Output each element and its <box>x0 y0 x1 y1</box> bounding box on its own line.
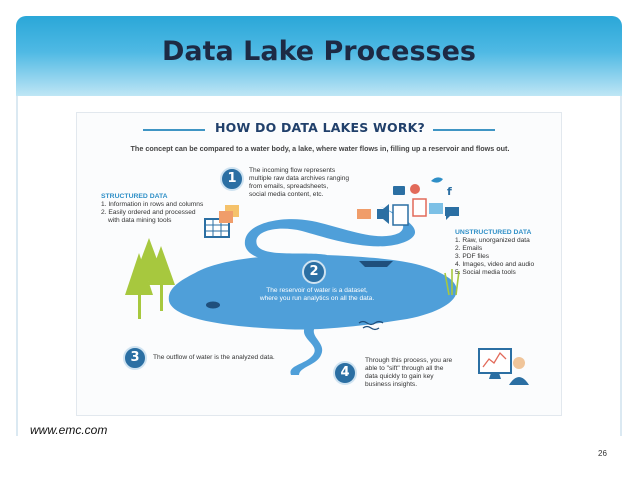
unstructured-item: 2. Emails <box>455 245 483 252</box>
infographic-title: HOW DO DATA LAKES WORK? <box>214 120 426 135</box>
step-text-line: data quickly to gain key <box>365 373 434 380</box>
lake-illustration: f <box>125 177 529 385</box>
tree-trunk <box>138 295 141 319</box>
twitter-icon <box>431 177 443 183</box>
fish-icon <box>206 301 220 309</box>
step-text-line: business insights. <box>365 381 418 388</box>
structured-item: 2. Easily ordered and processed <box>101 209 196 216</box>
slide-title: Data Lake Processes <box>161 36 477 67</box>
right-frame-line <box>620 96 622 436</box>
unstructured-data-block: UNSTRUCTURED DATA 1. Raw, unorganized da… <box>455 229 555 277</box>
record-icon <box>410 184 420 194</box>
facebook-icon: f <box>447 185 452 198</box>
person-icon <box>513 357 525 369</box>
chat-icon <box>445 207 459 220</box>
inflow-river <box>244 205 416 264</box>
step-text-line: able to "sift" through all the <box>365 365 444 372</box>
page-number: 26 <box>598 449 607 458</box>
unstructured-item: 3. PDF files <box>455 253 490 260</box>
tree-icon <box>147 246 175 285</box>
unstructured-item: 1. Raw, unorganized data <box>455 237 530 244</box>
unstructured-data-heading: UNSTRUCTURED DATA <box>455 229 532 236</box>
structured-data-block: STRUCTURED DATA 1. Information in rows a… <box>101 193 211 225</box>
title-rule-right <box>433 129 495 131</box>
step-text-line: from emails, spreadsheets, <box>249 183 329 190</box>
unstructured-item: 4. Images, video and audio <box>455 261 535 268</box>
data-lake-infographic: HOW DO DATA LAKES WORK? The concept can … <box>76 112 562 416</box>
reed-icon <box>444 269 460 296</box>
lake-body <box>168 254 457 330</box>
step-text-line: social media content, etc. <box>249 191 324 198</box>
source-url: www.emc.com <box>30 423 108 437</box>
step-4-badge: 4 <box>333 361 357 385</box>
infographic-subtitle: The concept can be compared to a water b… <box>130 144 510 153</box>
step-3-badge: 3 <box>123 346 147 370</box>
wave-icon <box>358 320 384 331</box>
structured-data-heading: STRUCTURED DATA <box>101 193 168 200</box>
step-4-text: Through this process, you are able to "s… <box>365 357 452 389</box>
spreadsheet-icon <box>219 211 233 223</box>
step-text-line: Through this process, you are <box>365 357 453 364</box>
structured-item: with data mining tools <box>108 217 172 224</box>
step-text-line: The incoming flow represents <box>249 167 336 174</box>
speaker-icon <box>377 204 389 224</box>
step-2-text: The reservoir of water is a dataset, whe… <box>237 287 397 303</box>
slide-header-band <box>16 16 622 96</box>
boat-icon <box>359 261 393 267</box>
step-1-text: The incoming flow represents multiple ra… <box>249 167 349 199</box>
unstructured-item: 5. Social media tools <box>455 269 516 276</box>
image-icon <box>429 203 443 214</box>
left-frame-line <box>16 96 18 436</box>
step-2-badge: 2 <box>302 260 326 284</box>
structured-item: 1. Information in rows and columns <box>101 201 204 208</box>
tree-icon <box>125 253 153 295</box>
title-rule-left <box>143 129 205 131</box>
pdf-icon <box>412 198 427 217</box>
tree-trunk <box>160 285 163 311</box>
step-text-line: The reservoir of water is a dataset, <box>266 287 368 294</box>
step-1-badge: 1 <box>220 167 244 191</box>
step-text-line: multiple raw data archives ranging <box>249 175 350 182</box>
outflow-stream <box>290 327 323 375</box>
step-text-line: where you run analytics on all the data. <box>259 295 375 302</box>
camera-icon <box>393 186 405 195</box>
spreadsheet-icon <box>204 218 230 238</box>
email-icon <box>357 209 371 219</box>
document-icon <box>392 204 409 226</box>
step-3-text: The outflow of water is the analyzed dat… <box>153 354 275 361</box>
